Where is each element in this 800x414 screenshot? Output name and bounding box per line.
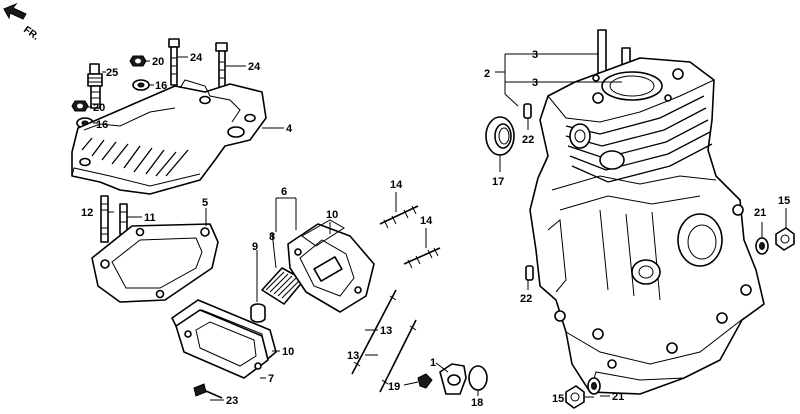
callout-24: 24 [190, 52, 203, 64]
callout-20: 20 [152, 56, 164, 68]
breather-plate-upper [287, 223, 375, 313]
callout-12: 12 [81, 207, 93, 219]
bushing-9 [250, 303, 266, 323]
washer-21-right [755, 237, 769, 255]
bolt-24-right [215, 42, 228, 90]
dowel-11 [119, 203, 128, 235]
front-direction-indicator: FR. [3, 2, 41, 43]
callout-16: 16 [155, 80, 167, 92]
drain-bolt-15-right [775, 227, 795, 251]
callout-17: 17 [492, 176, 504, 188]
head-gasket [91, 223, 219, 303]
callout-19: 19 [388, 381, 400, 393]
callout-25: 25 [106, 67, 118, 79]
cylinder-head [71, 79, 267, 195]
o-ring-18 [468, 365, 488, 391]
washer-upper [132, 79, 150, 91]
callout-2: 2 [484, 68, 490, 80]
bolt-19 [417, 373, 433, 389]
callout-4: 4 [286, 123, 293, 135]
callout-1: 1 [430, 357, 436, 369]
callout-21: 21 [754, 207, 766, 219]
callout-10: 10 [282, 346, 294, 358]
crankcase [529, 57, 765, 395]
callout-14: 14 [420, 215, 433, 227]
callout-13: 13 [347, 350, 359, 362]
stud-12 [100, 195, 109, 243]
callout-3: 3 [532, 49, 538, 61]
callout-21: 21 [612, 391, 624, 403]
callout-9: 9 [252, 241, 258, 253]
callout-24: 24 [248, 61, 261, 73]
stud-13-lower [379, 319, 417, 393]
cylinder-pin-3a [597, 29, 607, 75]
callout-22: 22 [522, 134, 534, 146]
leader-lines [87, 53, 787, 401]
callout-20: 20 [93, 102, 105, 114]
breather-separator [301, 219, 345, 247]
direction-label: FR. [21, 24, 41, 42]
stud-13-upper [351, 289, 397, 375]
bolt-23 [193, 383, 223, 399]
arrow-icon [3, 2, 27, 20]
callout-14: 14 [390, 179, 403, 191]
spark-plug [87, 63, 103, 109]
callout-11: 11 [144, 212, 156, 224]
callout-3: 3 [532, 77, 538, 89]
stud-14-upper [379, 205, 419, 229]
callout-22: 22 [520, 293, 532, 305]
dowel-pin-22-lower [525, 265, 534, 281]
drain-bolt-15-bottom [565, 385, 585, 409]
callout-15: 15 [552, 393, 564, 405]
callout-7: 7 [268, 373, 274, 385]
breather-cover [175, 309, 269, 379]
callouts: 25 20 24 24 16 20 16 4 12 11 5 6 8 9 10 … [81, 49, 790, 409]
nut-upper [129, 55, 147, 67]
oil-seal-17 [485, 116, 515, 156]
callout-16: 16 [96, 119, 108, 131]
callout-23: 23 [226, 395, 238, 407]
bolt-24-left [168, 38, 180, 86]
dowel-pin-22-upper [523, 103, 532, 119]
callout-6: 6 [281, 186, 287, 198]
stud-14-lower [403, 247, 441, 269]
callout-18: 18 [471, 397, 483, 409]
callout-8: 8 [269, 231, 275, 243]
washer-21-bottom [587, 377, 601, 395]
flange-1 [439, 363, 467, 395]
callout-5: 5 [202, 197, 208, 209]
nut-lower [71, 100, 89, 112]
callout-10: 10 [326, 209, 338, 221]
callout-15: 15 [778, 195, 790, 207]
callout-13: 13 [380, 325, 392, 337]
